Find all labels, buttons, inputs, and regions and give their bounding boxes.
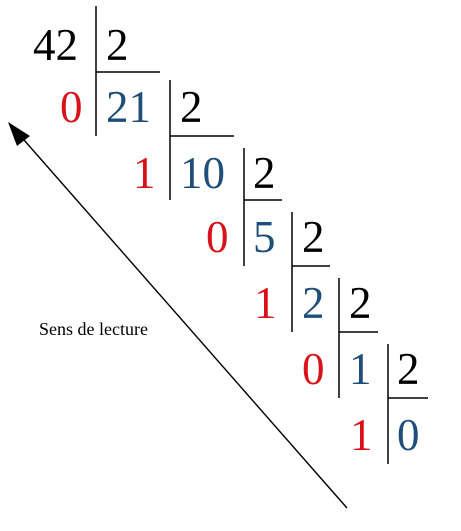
quotient-4: 2 [302,278,325,328]
remainder-4: 1 [254,278,277,328]
remainder-1: 0 [60,82,83,132]
remainder-5: 0 [302,344,325,394]
quotient-6: 0 [397,410,420,460]
remainder-2: 1 [133,148,156,198]
initial-dividend: 42 [33,20,78,70]
remainder-6: 1 [350,410,373,460]
division-row-6: 1 0 [350,410,420,460]
divisor-2: 2 [253,148,276,198]
divisor-3: 2 [302,212,325,262]
arrowhead-icon [8,122,30,146]
division-row-2: 1 10 2 [133,148,282,266]
divisor-1: 2 [180,82,203,132]
divisor-0: 2 [106,20,129,70]
quotient-2: 10 [180,148,225,198]
division-row-5: 0 1 2 [302,344,428,464]
divisor-5: 2 [397,344,420,394]
division-row-4: 1 2 2 [254,278,378,398]
arrow-shaft [16,131,348,509]
divisor-4: 2 [349,278,372,328]
reading-direction-arrow [8,122,348,509]
division-row-0: 42 2 [33,6,160,136]
division-row-1: 0 21 2 [60,80,234,200]
division-row-3: 0 5 2 [206,212,330,332]
quotient-1: 21 [106,82,151,132]
quotient-3: 5 [253,212,276,262]
remainder-3: 0 [206,212,229,262]
quotient-5: 1 [349,344,372,394]
arrow-label: Sens de lecture [39,319,148,339]
